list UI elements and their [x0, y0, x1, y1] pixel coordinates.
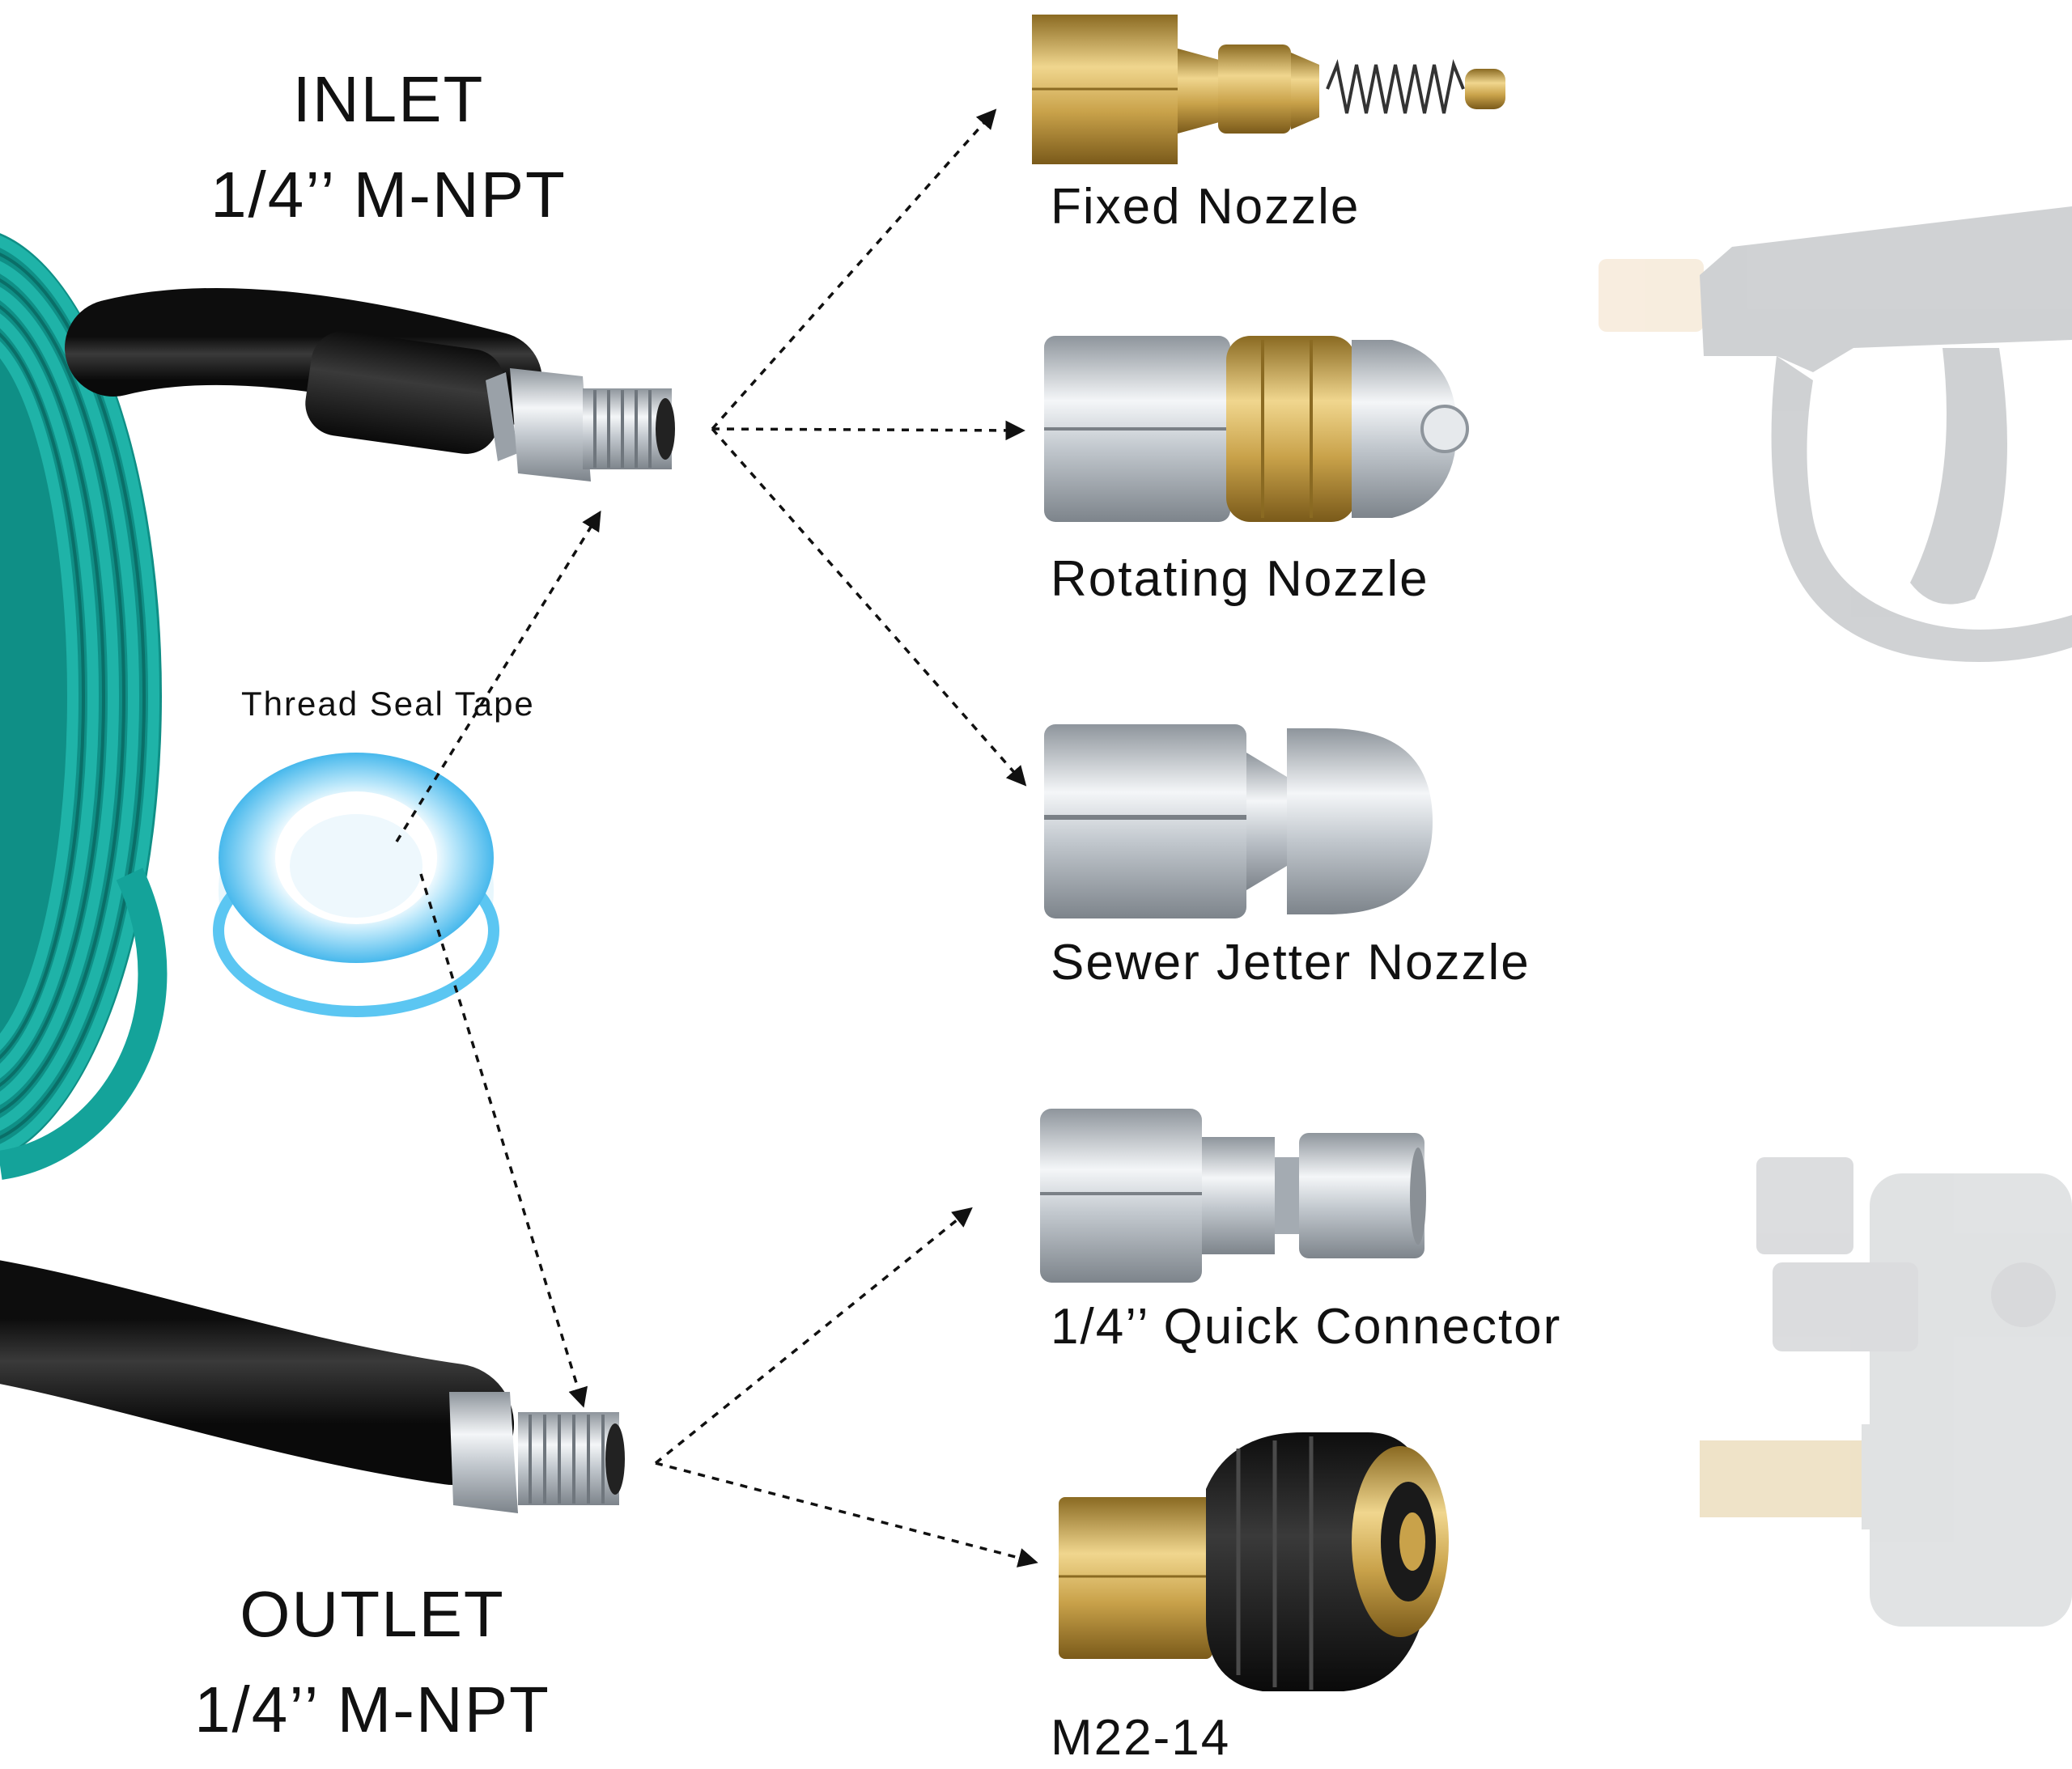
sewer-jetter-nozzle-label: Sewer Jetter Nozzle — [1051, 935, 1531, 991]
thread-seal-tape-icon — [213, 753, 499, 1017]
hose-coil-icon — [0, 233, 168, 1180]
thread-seal-tape-label: Thread Seal Tape — [241, 685, 535, 723]
arrow-tape-to-outlet — [419, 873, 588, 1408]
spray-gun-icon — [1599, 206, 2072, 662]
m22-label: M22-14 — [1051, 1710, 1231, 1766]
fixed-nozzle-label: Fixed Nozzle — [1051, 179, 1361, 235]
arrow-to-m22 — [655, 1461, 1038, 1567]
outlet-hose-fitting — [0, 1260, 625, 1513]
connector-arrows — [395, 108, 1038, 1567]
inlet-title: INLET — [292, 63, 485, 135]
arrow-to-quick-connector — [654, 1207, 973, 1465]
m22-coupler-icon — [1059, 1432, 1449, 1691]
quick-connector-icon — [1040, 1109, 1426, 1283]
fixed-nozzle-icon — [1032, 15, 1505, 164]
arrow-to-fixed-nozzle — [711, 108, 997, 431]
outlet-spec: 1/4’’ M-NPT — [194, 1674, 550, 1746]
pressure-washer-pump-icon — [1700, 1157, 2072, 1627]
rotating-nozzle-label: Rotating Nozzle — [1051, 551, 1429, 607]
outlet-title: OUTLET — [240, 1578, 505, 1650]
arrow-to-sewer-jetter-nozzle — [711, 427, 1027, 787]
sewer-jetter-nozzle-icon — [1044, 724, 1433, 918]
quick-connector-label: 1/4’’ Quick Connector — [1051, 1299, 1562, 1355]
inlet-spec: 1/4’’ M-NPT — [210, 159, 567, 231]
arrow-tape-to-inlet — [395, 510, 601, 842]
inlet-hose-fitting — [65, 287, 675, 481]
rotating-nozzle-icon — [1044, 336, 1469, 522]
arrow-to-rotating-nozzle — [711, 420, 1025, 441]
